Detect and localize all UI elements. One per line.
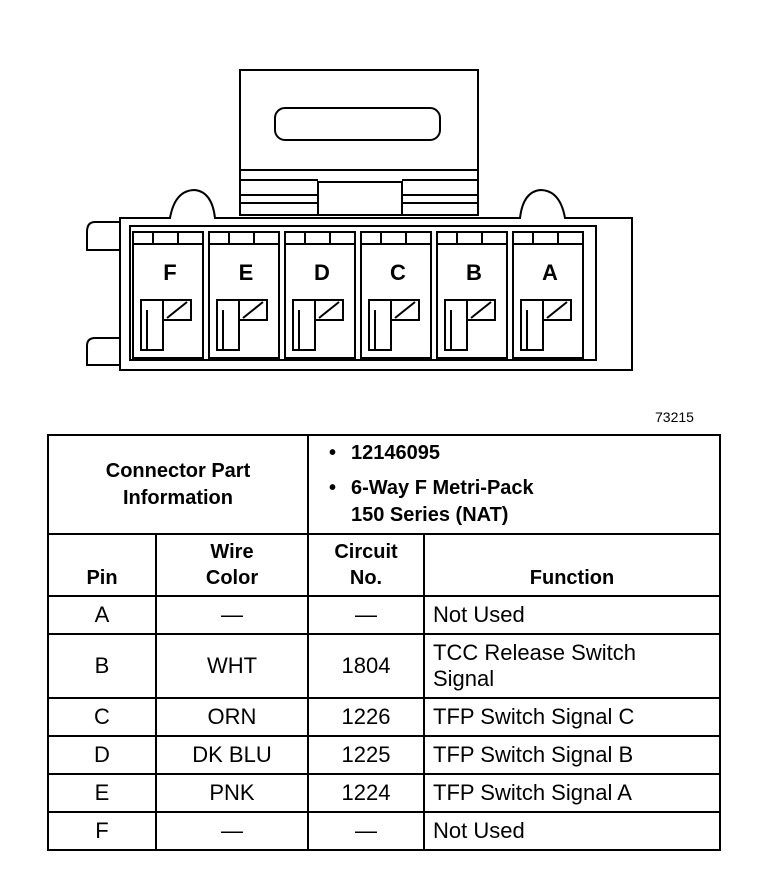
cell-pin: C (47, 697, 157, 737)
header-wire-line2: Color (205, 567, 259, 589)
function-line1: Not Used (433, 602, 525, 627)
cell-function: TCC Release Switch Signal (423, 633, 721, 699)
connector-latch (239, 69, 479, 216)
bullet-icon: • (329, 442, 337, 464)
info-item-text: 6-Way F Metri-Pack (351, 477, 534, 499)
function-line1: TCC Release Switch (433, 640, 636, 665)
header-wire-color: Wire Color (155, 533, 309, 597)
pin-label-A: A (542, 260, 558, 285)
table-row: B WHT 1804 TCC Release Switch Signal (47, 633, 721, 699)
pin-label-E: E (239, 260, 254, 285)
info-title-line2: Information (123, 486, 233, 509)
cell-wire-color: PNK (155, 773, 309, 813)
cell-pin: A (47, 595, 157, 635)
pin-label-B: B (466, 260, 482, 285)
latch-slot (274, 107, 441, 141)
cell-circuit: 1224 (307, 773, 425, 813)
table-row: A — — Not Used (47, 595, 721, 635)
bullet-icon: • (329, 477, 337, 499)
cell-function: Not Used (423, 811, 721, 851)
figure-id: 73215 (655, 409, 694, 425)
pin-label-C: C (390, 260, 406, 285)
connector-housing (119, 188, 633, 371)
pin-cavity-E (208, 231, 280, 359)
header-function-text: Function (529, 567, 615, 589)
pin-label-F: F (163, 260, 176, 285)
table-header-row: Pin Wire Color Circuit No. Function (47, 533, 721, 597)
cell-circuit: 1225 (307, 735, 425, 775)
cell-pin: D (47, 735, 157, 775)
cell-function: Not Used (423, 595, 721, 635)
function-line1: Not Used (433, 818, 525, 843)
pin-cavity-D (284, 231, 356, 359)
cell-wire-color: DK BLU (155, 735, 309, 775)
cell-circuit: 1226 (307, 697, 425, 737)
header-circuit-line1: Circuit (334, 541, 398, 563)
pin-cavity-B (436, 231, 508, 359)
info-item-text: 150 Series (NAT) (351, 504, 509, 526)
cell-pin: B (47, 633, 157, 699)
connector-info-values: • 12146095 • 6-Way F Metri-Pack 150 Seri… (307, 434, 721, 535)
cell-wire-color: — (155, 811, 309, 851)
header-circuit-line2: No. (349, 567, 383, 589)
header-pin-text: Pin (86, 567, 118, 589)
cell-wire-color: WHT (155, 633, 309, 699)
cell-function: TFP Switch Signal C (423, 697, 721, 737)
cell-circuit: 1804 (307, 633, 425, 699)
function-line2: Signal (433, 666, 495, 691)
pin-cavity-C (360, 231, 432, 359)
cell-pin: F (47, 811, 157, 851)
info-item-text: 12146095 (351, 442, 440, 464)
left-tab-bottom (86, 337, 120, 366)
function-line1: TFP Switch Signal A (433, 780, 632, 805)
header-function: Function (423, 533, 721, 597)
table-row: F — — Not Used (47, 811, 721, 851)
table-row: C ORN 1226 TFP Switch Signal C (47, 697, 721, 737)
info-item-part-number: • 12146095 (329, 440, 711, 467)
connector-info-row: Connector Part Information • 12146095 • … (47, 434, 721, 535)
info-title-line1: Connector Part (105, 459, 251, 482)
table-row: E PNK 1224 TFP Switch Signal A (47, 773, 721, 813)
table-row: D DK BLU 1225 TFP Switch Signal B (47, 735, 721, 775)
cell-wire-color: ORN (155, 697, 309, 737)
header-wire-line1: Wire (210, 541, 254, 563)
cell-function: TFP Switch Signal B (423, 735, 721, 775)
cell-function: TFP Switch Signal A (423, 773, 721, 813)
left-tab-top (86, 221, 120, 251)
pin-label-D: D (314, 260, 330, 285)
function-line1: TFP Switch Signal C (433, 704, 635, 729)
pin-cavity-F (132, 231, 204, 359)
bullet-spacer (329, 502, 351, 529)
header-circuit-no: Circuit No. (307, 533, 425, 597)
cell-wire-color: — (155, 595, 309, 635)
function-line1: TFP Switch Signal B (433, 742, 634, 767)
connector-info-label: Connector Part Information (47, 434, 309, 535)
info-item-type: • 6-Way F Metri-Pack (329, 475, 711, 502)
info-item-series: 150 Series (NAT) (329, 502, 711, 529)
cell-pin: E (47, 773, 157, 813)
header-pin: Pin (47, 533, 157, 597)
connector-pin-table: Connector Part Information • 12146095 • … (47, 434, 721, 851)
pin-cavity-A (512, 231, 584, 359)
cell-circuit: — (307, 811, 425, 851)
cell-circuit: — (307, 595, 425, 635)
